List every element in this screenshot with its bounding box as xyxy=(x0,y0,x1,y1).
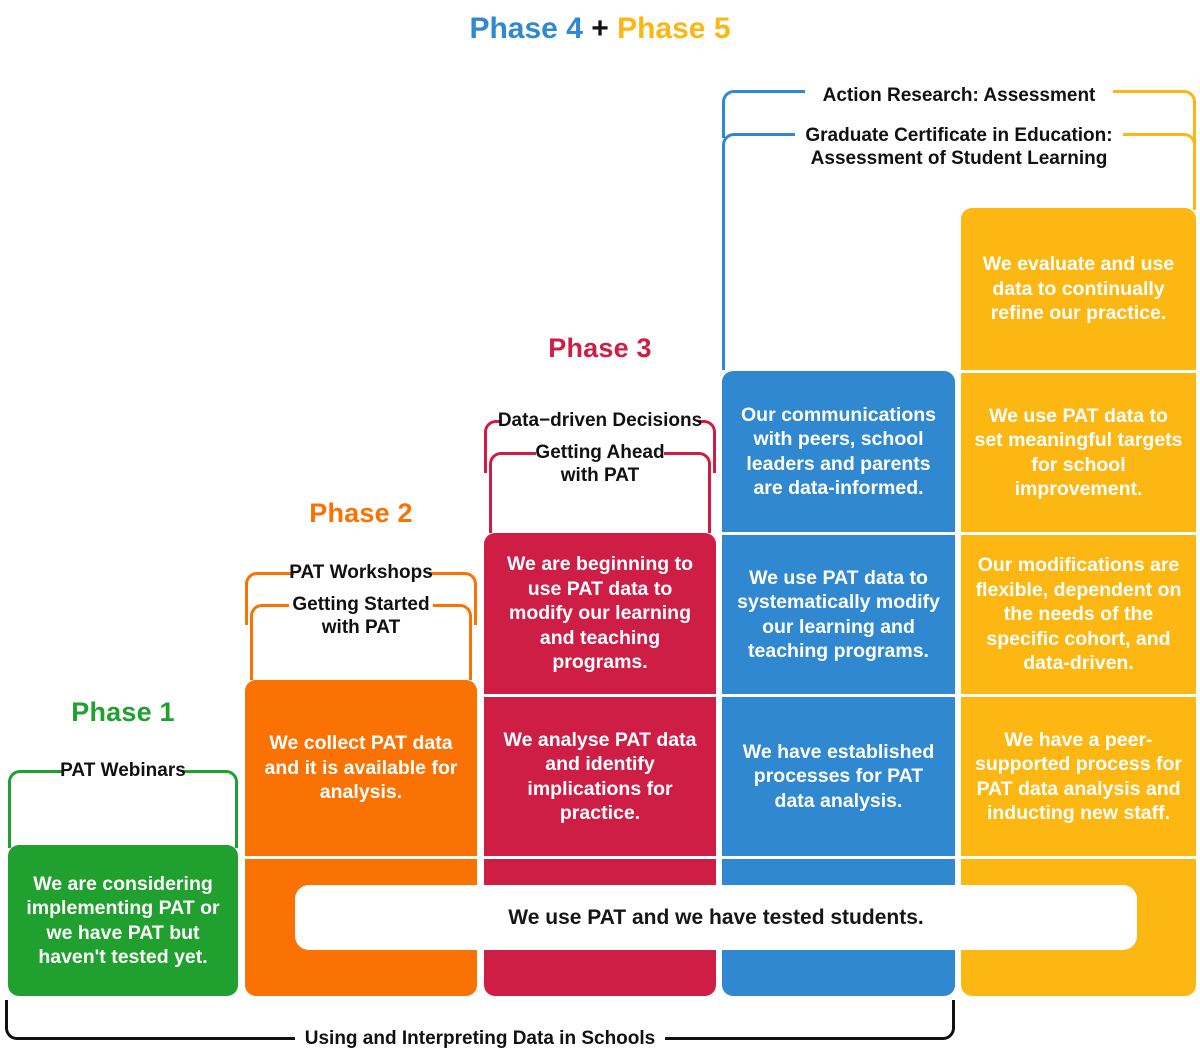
bracket-label-action-research: Action Research: Assessment xyxy=(822,85,1096,106)
bracket-action-research-left xyxy=(722,90,842,138)
bracket-label-data-driven-decisions: Data−driven Decisions xyxy=(497,410,703,431)
cell-phase3-row1: We are beginning to use PAT data to modi… xyxy=(484,533,716,694)
header-phase5-label: Phase 5 xyxy=(617,12,731,45)
bracket-getting-ahead-with-pat xyxy=(489,452,711,533)
phase-title-3: Phase 3 xyxy=(548,333,652,363)
bracket-label-getting-started-line2: with PAT xyxy=(321,617,401,638)
bracket-graduate-certificate-left xyxy=(722,133,812,370)
header-plus-sign: + xyxy=(582,12,618,45)
phase-title-2: Phase 2 xyxy=(309,498,413,528)
bracket-label-pat-workshops: PAT Workshops xyxy=(289,562,433,583)
cell-phase5-row4: We have a peer-supported process for PAT… xyxy=(961,697,1196,856)
cell-phase2-row1: We collect PAT data and it is available … xyxy=(245,680,477,856)
cell-phase3-row2: We analyse PAT data and identify implica… xyxy=(484,697,716,856)
cell-phase5-row3: Our modifications are flexible, dependen… xyxy=(961,535,1196,694)
bracket-data-driven-decisions xyxy=(484,420,716,533)
bracket-label-getting-started-line1: Getting Started xyxy=(292,594,430,615)
bracket-label-getting-ahead-line1: Getting Ahead xyxy=(535,442,665,463)
bracket-pat-webinars xyxy=(8,770,238,848)
cell-phase5-row2: We use PAT data to set meaningful target… xyxy=(961,373,1196,532)
banner-we-use-pat: We use PAT and we have tested students. xyxy=(295,885,1137,950)
bracket-label-using-interpreting-data: Using and Interpreting Data in Schools xyxy=(304,1028,656,1049)
phase-title-1: Phase 1 xyxy=(71,697,175,727)
bracket-getting-started-with-pat xyxy=(250,604,472,680)
bracket-graduate-certificate-right xyxy=(1106,133,1196,210)
bracket-label-graduate-certificate-line1: Graduate Certificate in Education: xyxy=(805,125,1113,146)
banner-text: We use PAT and we have tested students. xyxy=(508,905,924,929)
bracket-label-getting-ahead-line2: with PAT xyxy=(560,465,640,486)
cell-phase4-row3: We have established processes for PAT da… xyxy=(722,697,955,856)
bracket-using-interpreting-data xyxy=(5,1000,955,1040)
cell-phase5-row1: We evaluate and use data to continually … xyxy=(961,208,1196,370)
cell-phase4-row2: We use PAT data to systematically modify… xyxy=(722,535,955,694)
bracket-pat-workshops xyxy=(245,572,477,680)
cell-phase1-row1: We are considering implementing PAT or w… xyxy=(8,845,238,996)
header-phase4-plus-phase5: Phase 4 + Phase 5 xyxy=(0,12,1200,46)
cell-phase4-row1: Our communications with peers, school le… xyxy=(722,371,955,532)
header-phase4-label: Phase 4 xyxy=(469,12,583,45)
bracket-label-graduate-certificate-line2: Assessment of Student Learning xyxy=(810,148,1108,169)
bracket-label-pat-webinars: PAT Webinars xyxy=(60,760,186,781)
